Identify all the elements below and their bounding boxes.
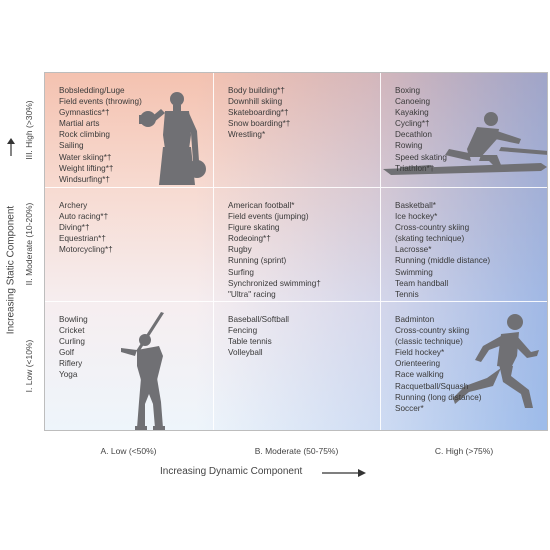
sport-item: Bowling [59,315,88,324]
sport-item: Body building*† [228,86,285,95]
sport-item: Auto racing*† [59,212,109,222]
sport-item: Baseball/Softball [228,315,289,324]
sport-item: Surfing [228,267,254,277]
sport-item: American football* [228,201,295,210]
sport-item: Tennis [395,289,419,299]
sport-item: Cross-country skiing [395,223,470,233]
sport-item: Riflery [59,359,83,369]
sport-item: Running (sprint) [228,256,287,266]
sport-item: Speed skating [395,152,447,162]
sport-item: Table tennis [228,337,272,347]
sport-item: Canoeing [395,97,431,107]
sport-item: Cycling*† [395,119,430,129]
sport-item: Decathlon [395,130,432,140]
sport-item: Sailing [59,141,84,151]
sport-item: Team handball [395,278,449,288]
weightlifter-silhouette-icon [139,92,206,185]
sport-item: Field hockey* [395,348,445,358]
sport-item: Cricket [59,326,85,336]
sport-item: Cross-country skiing [395,326,470,336]
sport-item: Motorcycling*† [59,245,113,255]
x-column-label-low: A. Low (<50%) [100,446,157,456]
x-axis-arrow-icon [322,466,366,484]
runner-silhouette-icon [453,314,539,408]
y-axis-title: Increasing Static Component [5,205,17,335]
sport-item: Orienteering [395,359,441,369]
sport-item: Field events (jumping) [228,212,309,222]
sport-list: Basketball* Ice hockey*Cross-country skii… [395,200,547,300]
sport-item: Snow boarding*† [228,119,291,129]
sport-item: Running (middle distance) [395,256,491,266]
sport-item: Weight lifting*† [59,163,114,173]
y-row-label-high: III. High (>30%) [24,99,34,160]
sport-item: Badminton [395,315,435,324]
sport-item: Equestrian*† [59,234,106,244]
x-axis-title: Increasing Dynamic Component [160,466,303,477]
sport-item: Kayaking [395,108,429,118]
sport-item: Synchronized swimming† [228,278,321,288]
golfer-silhouette-icon [121,312,165,430]
x-column-label-high: C. High (>75%) [434,446,494,456]
sport-item: Golf [59,348,75,358]
y-row-label-low: I. Low (<10%) [24,339,34,393]
sport-item: "Ultra" racing [228,289,276,299]
sport-item: Martial arts [59,119,100,129]
sport-item: Archery [59,201,88,210]
y-row-label-moderate: II. Moderate (10-20%) [24,202,34,286]
sport-item: Ice hockey* [395,212,438,222]
sport-item: Swimming [395,267,433,277]
sport-item: Running (long distance) [395,392,482,402]
sport-item: Downhill skiing [228,97,283,107]
sport-item: Rock climbing [59,130,110,140]
cell-moderate-static-high-dynamic: Basketball* Ice hockey*Cross-country skii… [381,188,547,302]
sport-item: Lacrosse* [395,245,432,255]
sport-item: Figure skating [228,223,280,233]
y-axis-arrow-icon [4,138,18,161]
sport-item: Basketball* [395,201,436,210]
sport-item: Soccer* [395,403,424,413]
sport-item: Race walking [395,370,444,380]
sport-item: Windsurfing*† [59,174,110,184]
sport-item: Field events (throwing) [59,97,142,107]
sport-item: Rugby [228,245,252,255]
sport-item: (classic technique) [395,337,463,347]
sport-item: Fencing [228,326,258,336]
x-column-label-moderate: B. Moderate (50-75%) [254,446,339,456]
sport-item: Rodeoing*† [228,234,271,244]
sport-item: Triathlon*† [395,163,435,173]
sport-item: Volleyball [228,348,263,358]
sport-item: Diving*† [59,223,90,233]
sport-item: Water skiing*† [59,152,112,162]
sport-item: Wrestling* [228,130,266,140]
sport-item: Boxing [395,86,421,95]
cell-moderate-static-moderate-dynamic: American football* Field events (jumping)… [214,188,381,302]
sport-list: American football* Field events (jumping)… [228,200,380,300]
sport-item: Curling [59,337,85,347]
sport-item: Yoga [59,370,78,380]
sport-item: Bobsledding/Luge [59,86,125,95]
sport-item: Racquetball/Squash [395,381,469,391]
sport-item: Gymnastics*† [59,108,110,118]
rower-silhouette-icon [383,112,547,175]
sport-item: Rowing [395,141,423,151]
sport-item: (skating technique) [395,234,465,244]
sport-item: Skateboarding*† [228,108,289,118]
